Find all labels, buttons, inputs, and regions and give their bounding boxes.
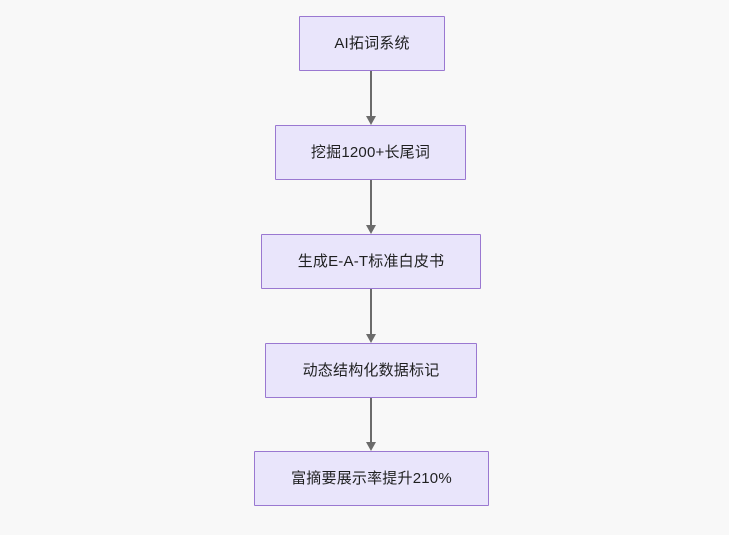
flow-node-4[interactable]: 动态结构化数据标记: [265, 343, 477, 398]
flow-node-1[interactable]: AI拓词系统: [299, 16, 445, 71]
flow-edge-1-2: [363, 71, 379, 125]
flow-node-2-label: 挖掘1200+长尾词: [310, 143, 431, 161]
flow-edge-4-5-line: [370, 398, 372, 443]
flow-node-4-label: 动态结构化数据标记: [302, 361, 440, 379]
flow-edge-2-3-line: [370, 180, 372, 226]
flow-node-1-label: AI拓词系统: [334, 34, 410, 52]
arrow-down-icon: [366, 116, 376, 125]
flow-edge-4-5: [363, 398, 379, 451]
flow-edge-1-2-line: [370, 71, 372, 117]
arrow-down-icon: [366, 442, 376, 451]
flow-node-2[interactable]: 挖掘1200+长尾词: [275, 125, 466, 180]
flow-node-5[interactable]: 富摘要展示率提升210%: [254, 451, 489, 506]
arrow-down-icon: [366, 225, 376, 234]
flow-edge-3-4-line: [370, 289, 372, 335]
flow-node-5-label: 富摘要展示率提升210%: [291, 469, 452, 487]
flow-edge-2-3: [363, 180, 379, 234]
flow-node-3-label: 生成E-A-T标准白皮书: [297, 252, 445, 270]
flow-edge-3-4: [363, 289, 379, 343]
arrow-down-icon: [366, 334, 376, 343]
flow-node-3[interactable]: 生成E-A-T标准白皮书: [261, 234, 481, 289]
